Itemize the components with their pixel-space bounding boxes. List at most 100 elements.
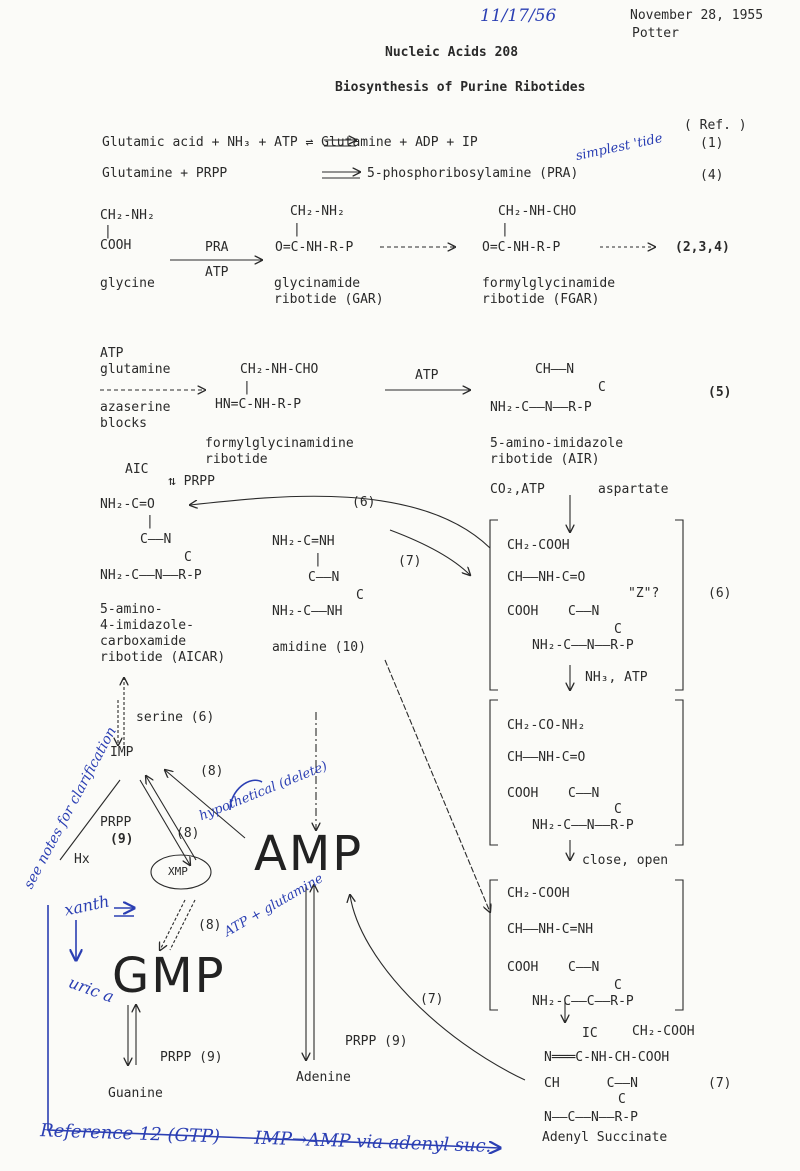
fgam-name-1: formylglycinamidine [205,436,354,451]
gmp-label: GMP [112,948,226,1004]
prpp-9-top: PRPP [100,815,132,830]
glycine-line-2: | [104,224,112,239]
reaction-1: Glutamic acid + NH₃ + ATP ⇌ Glutamine + … [102,135,478,150]
succinate-line-3: CH C——N [544,1076,638,1091]
pra-label: PRA [205,240,229,255]
adenyl-succinate-name: Adenyl Succinate [542,1130,668,1145]
label-7: (7) [398,554,422,569]
air-line-3: NH₂-C——N——R-P [490,400,592,415]
fgam-line-3: HN=C-NH-R-P [215,397,302,412]
y-line-6: NH₂-C——N——R-P [532,818,634,833]
atp-text: ATP [100,346,124,361]
gar-line-1: CH₂-NH₂ [290,204,345,219]
aicar-line-2: | [146,514,154,529]
reaction-1-ref: (1) [700,136,724,151]
close-open-label: close, open [582,853,669,868]
x-line-3: COOH [507,960,539,975]
amidine-line-1: NH₂-C=NH [272,534,335,549]
z-line-1: CH₂-COOH [507,538,570,553]
fgar-line-2: | [501,222,509,237]
label-6: (6) [352,495,376,510]
co2-atp-label: CO₂,ATP [490,482,545,497]
author: Potter [632,26,679,41]
atp-label: ATP [205,265,229,280]
imp-label: IMP [110,745,134,760]
glycine-line-1: CH₂-NH₂ [100,208,155,223]
aicar-prpp: ⇅ PRPP [168,474,215,489]
air-line-2: C [598,380,606,395]
aic-label: AIC [125,462,149,477]
prpp-9-num: (9) [110,832,134,847]
xmp-label: XMP [168,865,188,878]
blocks-text: blocks [100,416,147,431]
succinate-line-2: N═══C-NH-CH-COOH [544,1050,670,1065]
label-8b: (8) [176,826,200,841]
fgam-line-1: CH₂-NH-CHO [240,362,319,377]
air-name-2: ribotide (AIR) [490,452,600,467]
fgam-line-2: | [243,380,251,395]
succinate-ref: (7) [708,1076,732,1091]
reaction-2-right: 5-phosphoribosylamine (PRA) [367,166,579,181]
amidine-line-3: C——N [308,570,340,585]
y-line-2: CH——NH-C=O [507,750,586,765]
air-line-1: CH——N [535,362,575,377]
page-title: Biosynthesis of Purine Ribotides [335,80,586,95]
guanine-label: Guanine [108,1086,163,1101]
aicar-line-4: C [184,550,192,565]
z-line-2: CH——NH-C=O [507,570,586,585]
date: November 28, 1955 [630,8,764,23]
azaserine-text: azaserine [100,400,171,415]
glycine-line-3: COOH [100,238,132,253]
amidine-name: amidine (10) [272,640,366,655]
reaction-2-ref: (4) [700,168,724,183]
row2-ref: (5) [708,385,732,400]
z-label: "Z"? [628,586,660,601]
x-line-1: CH₂-COOH [507,886,570,901]
amidine-line-4: C [356,588,364,603]
z-ref: (6) [708,586,732,601]
nh3-atp-label: NH₃, ATP [585,670,648,685]
aicar-name-3: carboxamide [100,634,187,649]
label-8a: (8) [200,764,224,779]
gar-line-3: O=C-NH-R-P [275,240,354,255]
aicar-line-3: C——N [140,532,172,547]
course-title: Nucleic Acids 208 [385,45,519,60]
glutamine-text: glutamine [100,362,171,377]
succinate-line-5: N——C——N——R-P [544,1110,638,1125]
ic-label: IC [582,1026,598,1041]
succinate-line-4: C [618,1092,626,1107]
x-line-4: C——N [568,960,600,975]
fgar-line-3: O=C-NH-R-P [482,240,561,255]
gar-line-2: | [293,222,301,237]
aicar-name-2: 4-imidazole- [100,618,194,633]
aspartate-label: aspartate [598,482,669,497]
z-line-4: C——N [568,604,600,619]
gar-name-2: ribotide (GAR) [274,292,384,307]
serine-label: serine (6) [136,710,215,725]
amidine-line-2: | [314,552,322,567]
prpp-adenine: PRPP (9) [345,1034,408,1049]
label-7b: (7) [420,992,444,1007]
air-name-1: 5-amino-imidazole [490,436,624,451]
aicar-line-5: NH₂-C——N——R-P [100,568,202,583]
aicar-name-4: ribotide (AICAR) [100,650,226,665]
reaction-2-left: Glutamine + PRPP [102,166,228,181]
z-line-6: NH₂-C——N——R-P [532,638,634,653]
amidine-line-5: NH₂-C——NH [272,604,343,619]
ref-header: ( Ref. ) [684,118,747,133]
atp-arrow-label: ATP [415,368,439,383]
x-line-2: CH——NH-C=NH [507,922,594,937]
row1-ref: (2,3,4) [675,240,730,255]
glycine-name: glycine [100,276,155,291]
y-line-3: COOH [507,786,539,801]
adenine-label: Adenine [296,1070,351,1085]
aicar-line-1: NH₂-C=O [100,497,155,512]
hx-label: Hx [74,852,90,867]
x-line-5: C [614,978,622,993]
prpp-guanine: PRPP (9) [160,1050,223,1065]
gar-name-1: glycinamide [274,276,361,291]
fgar-name-2: ribotide (FGAR) [482,292,600,307]
succinate-line-1: CH₂-COOH [632,1024,695,1039]
y-line-1: CH₂-CO-NH₂ [507,718,586,733]
